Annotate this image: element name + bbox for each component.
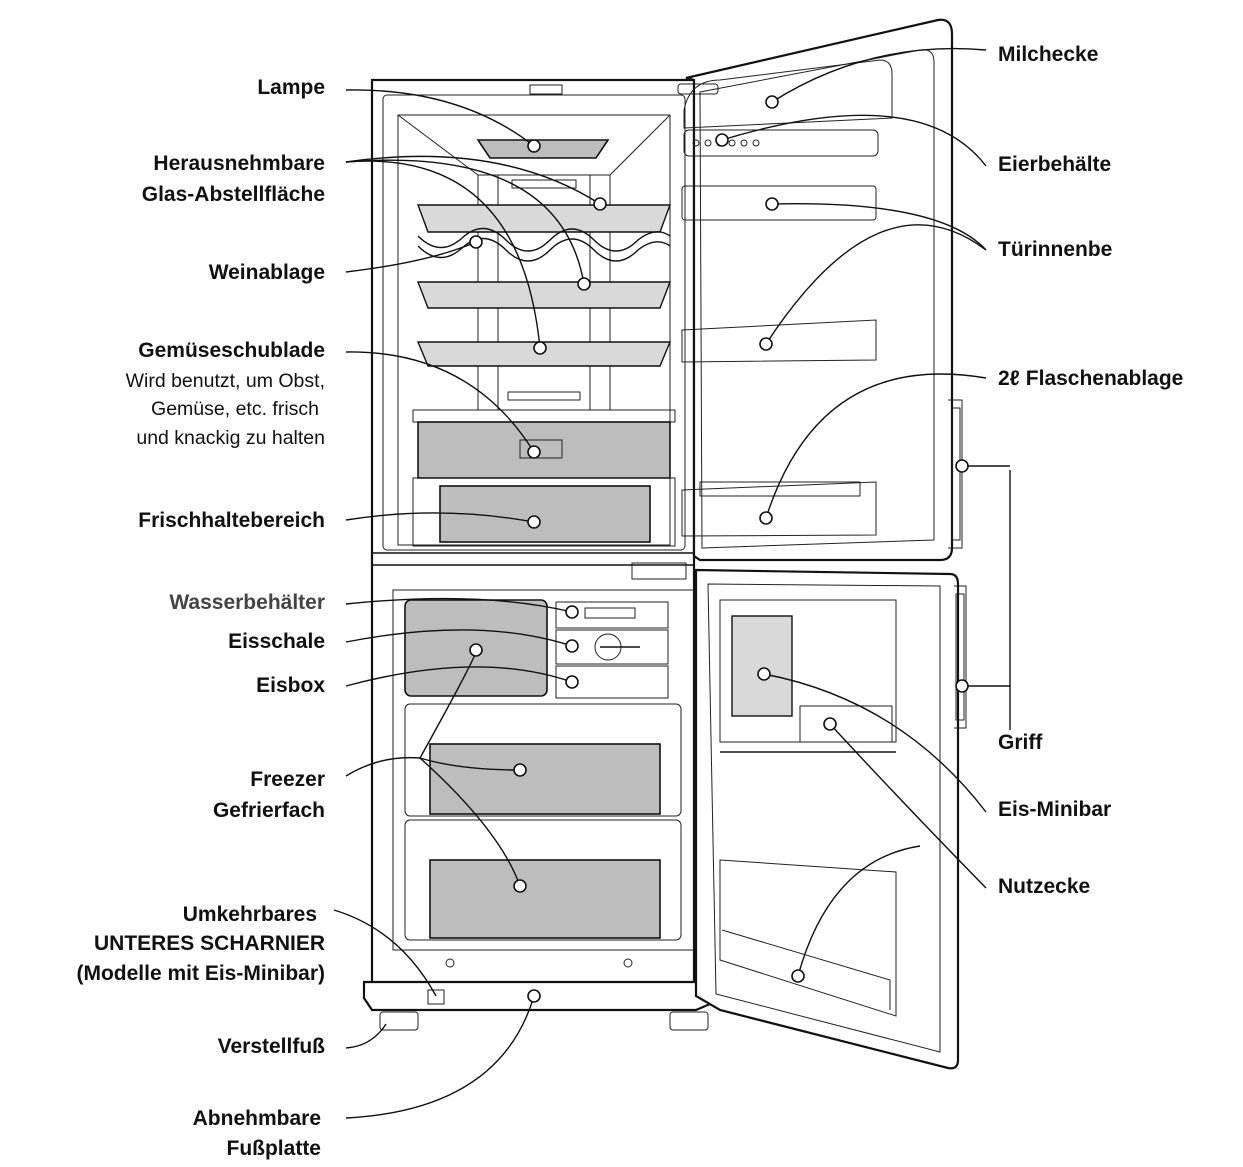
fridge-cabinet (362, 78, 726, 1031)
label-gemuese-1: Gemüseschublade (138, 339, 325, 362)
label-wasser: Wasserbehälter (169, 591, 325, 614)
label-gemuese-3: Gemüse, etc. frisch (151, 398, 319, 420)
label-tuerinnen: Türinnenbe (998, 238, 1113, 261)
label-weinablage: Weinablage (208, 261, 325, 284)
label-milchecke: Milchecke (998, 43, 1099, 66)
label-eisschale: Eisschale (228, 630, 325, 653)
leader-lines (333, 47, 1011, 1119)
label-scharnier-2: UNTERES SCHARNIER (93, 932, 325, 955)
label-frisch: Frischhaltebereich (138, 509, 325, 532)
label-freezer-1: Freezer (250, 768, 325, 791)
label-scharnier-1: Umkehrbares (182, 903, 317, 926)
label-glas-1: Herausnehmbare (153, 152, 325, 175)
callout-dots (469, 95, 969, 1003)
upper-door (677, 18, 963, 562)
label-verstellfuss: Verstellfuß (217, 1035, 325, 1058)
label-scharnier-3: (Modelle mit Eis-Minibar) (76, 962, 325, 985)
label-gemuese-2: Wird benutzt, um Obst, (125, 370, 325, 392)
label-nutzecke: Nutzecke (998, 875, 1091, 898)
label-fussplatte-1: Abnehmbare (192, 1107, 321, 1130)
label-eisbox: Eisbox (256, 674, 325, 697)
lower-door (694, 568, 967, 1070)
label-freezer-2: Gefrierfach (212, 799, 325, 822)
label-glas-2: Glas-Abstellfläche (141, 183, 325, 206)
label-flaschen: 2ℓ Flaschenablage (998, 367, 1184, 390)
label-fussplatte-2: Fußplatte (226, 1137, 322, 1160)
label-griff: Griff (998, 731, 1043, 754)
label-eisminibar: Eis-Minibar (998, 798, 1112, 821)
label-lampe: Lampe (257, 76, 325, 99)
label-eierbehaelter: Eierbehälte (998, 153, 1112, 176)
label-gemuese-4: und knackig zu halten (136, 427, 325, 449)
